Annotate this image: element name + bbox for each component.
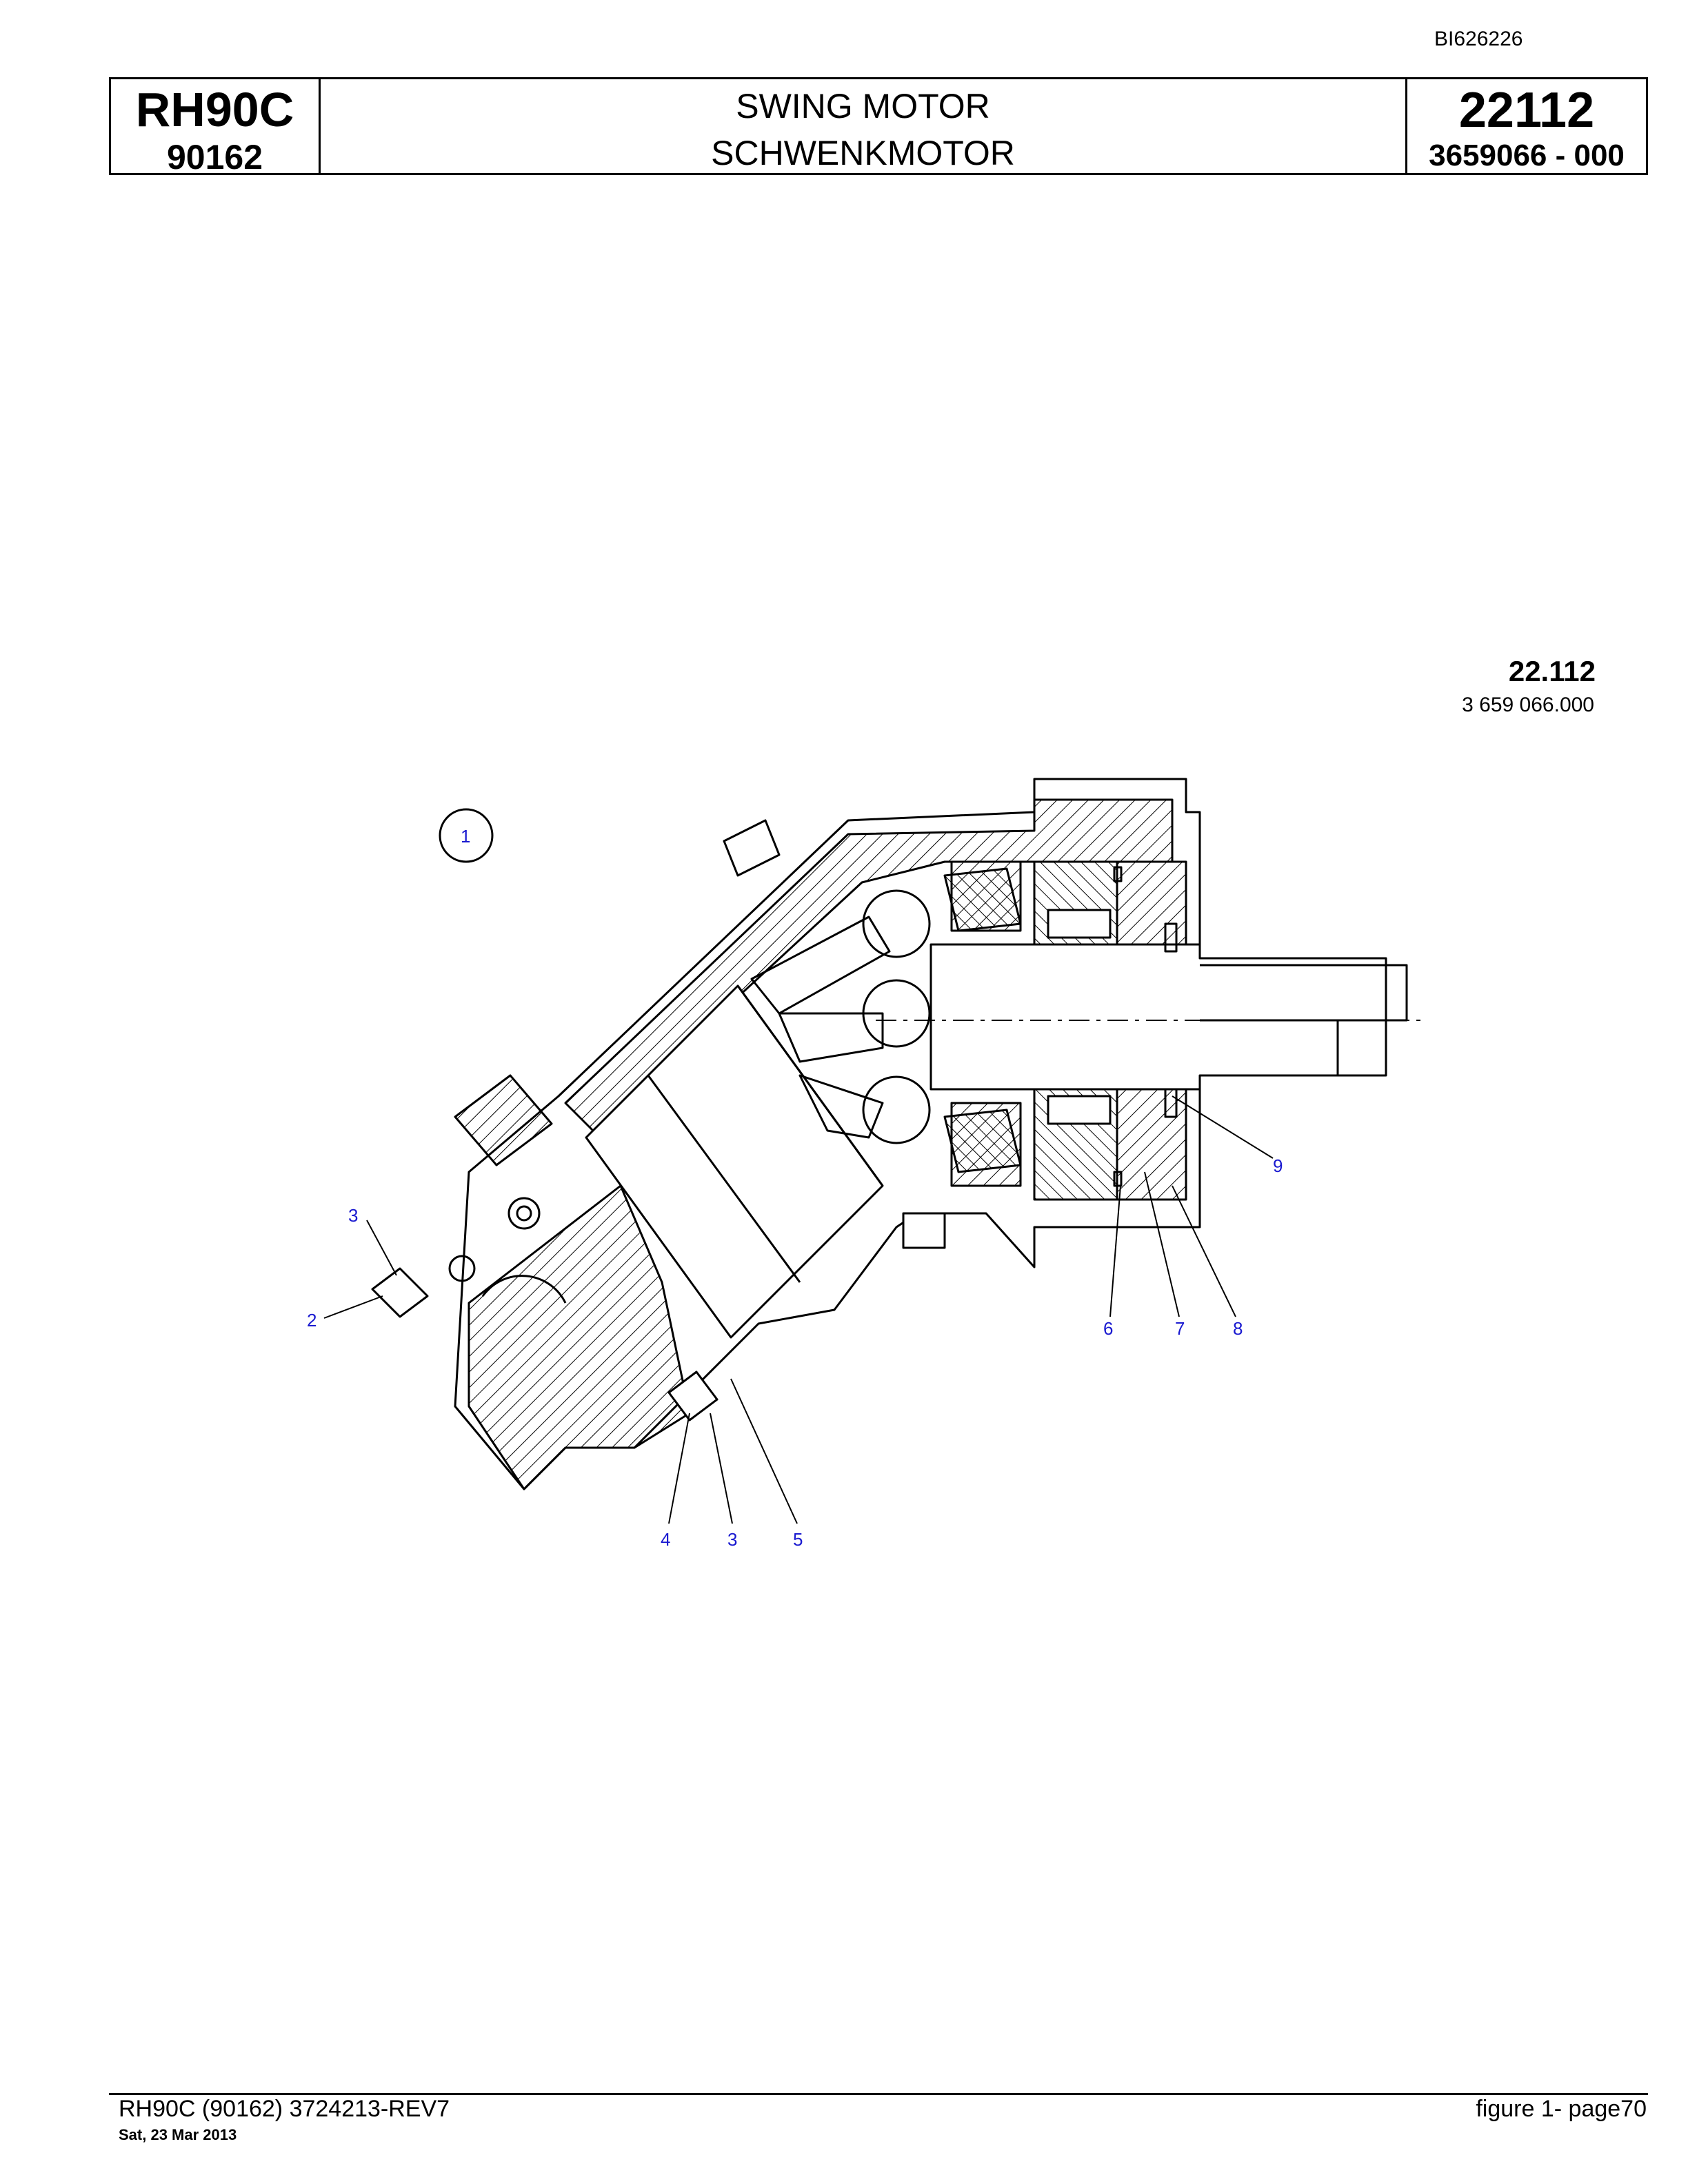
- figure-part-label: 3 659 066.000: [1462, 694, 1594, 716]
- model-cell: RH90C 90162: [111, 79, 321, 176]
- title-german: SCHWENKMOTOR: [711, 134, 1015, 172]
- footer-page-ref: figure 1- page70: [1476, 2096, 1647, 2122]
- title-cell: SWING MOTOR SCHWENKMOTOR: [321, 79, 1407, 173]
- output-shaft: [930, 943, 1387, 1091]
- title-block: RH90C 90162 SWING MOTOR SCHWENKMOTOR 221…: [109, 77, 1648, 176]
- title-english: SWING MOTOR: [736, 87, 990, 125]
- callout-label: 3: [348, 1205, 358, 1226]
- callout-label: 9: [1273, 1155, 1283, 1176]
- footer-date: Sat, 23 Mar 2013: [119, 2126, 237, 2143]
- group-number: 22112: [1458, 83, 1595, 138]
- document-id: BI626226: [1434, 28, 1523, 50]
- callout-label: 6: [1103, 1318, 1113, 1339]
- model-name: RH90C: [135, 83, 294, 136]
- callout-label: 5: [793, 1529, 803, 1550]
- callout-label: 7: [1175, 1318, 1185, 1339]
- group-cell: 22112 3659066 - 000: [1407, 79, 1646, 173]
- callout-label: 3: [727, 1529, 737, 1550]
- callout-label: 4: [661, 1529, 670, 1550]
- group-part-number: 3659066 - 000: [1429, 139, 1625, 172]
- callout-label: 1: [461, 826, 470, 847]
- callout-label: 8: [1233, 1318, 1243, 1339]
- footer-document-ref: RH90C (90162) 3724213-REV7: [119, 2096, 450, 2122]
- footer-divider: [109, 2093, 1648, 2095]
- model-code: 90162: [166, 138, 263, 176]
- figure-group-label: 22.112: [1508, 655, 1596, 687]
- callout-label: 2: [307, 1310, 316, 1331]
